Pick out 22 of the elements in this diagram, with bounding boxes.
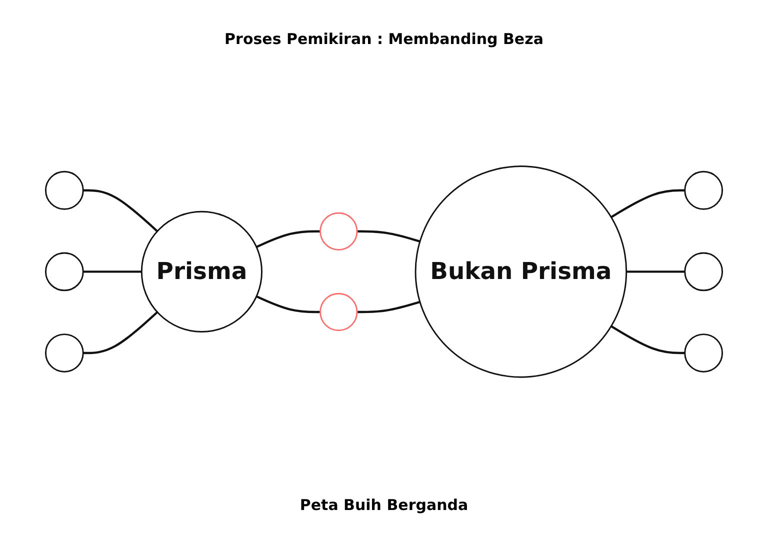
node-circle xyxy=(44,334,84,373)
connector xyxy=(626,270,685,274)
diagram-caption: Peta Buih Berganda xyxy=(300,496,468,514)
connector xyxy=(83,312,158,354)
diagram-title: Proses Pemikiran : Membanding Beza xyxy=(224,30,544,48)
connector xyxy=(610,190,685,218)
node-circle: Prisma xyxy=(140,211,262,333)
node-circle xyxy=(684,334,724,373)
connector xyxy=(83,190,158,232)
connector xyxy=(357,230,420,243)
connector xyxy=(256,230,320,248)
connector xyxy=(610,326,685,354)
node-circle xyxy=(684,171,724,210)
connector xyxy=(357,301,420,314)
node-circle xyxy=(320,212,358,251)
node-circle xyxy=(44,171,84,210)
node-circle xyxy=(320,293,358,332)
connector xyxy=(256,296,320,314)
node-circle: Bukan Prisma xyxy=(414,166,628,378)
connector xyxy=(83,270,142,274)
node-circle xyxy=(44,252,84,292)
node-circle xyxy=(684,252,724,292)
